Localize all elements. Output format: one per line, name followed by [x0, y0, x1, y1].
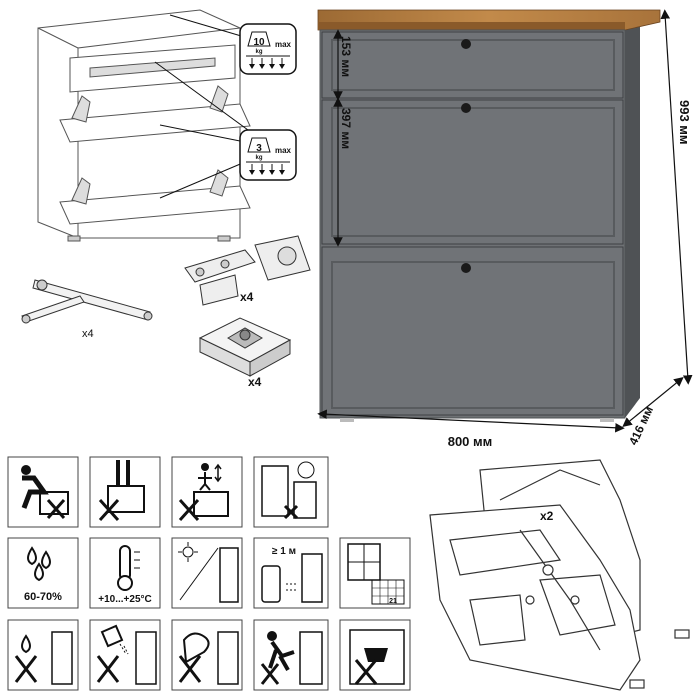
flap-fitting-drawing	[429, 459, 690, 691]
distance-value: ≥ 1 м	[272, 546, 296, 557]
top-drawer-height: 153 мм	[339, 36, 353, 77]
heater-distance-icon: ≥ 1 м	[253, 537, 329, 609]
shelf-load-unit: kg	[255, 155, 262, 161]
stay-count: x4	[82, 328, 94, 340]
no-pushing-icon	[253, 619, 329, 691]
bottom-drawer	[321, 246, 624, 416]
no-hanging-door-icon	[253, 456, 329, 528]
knob-icon	[461, 263, 471, 273]
no-water-icon	[7, 619, 79, 691]
hinge-icon	[184, 235, 311, 306]
total-height: 993 мм	[677, 100, 692, 145]
drawer-load-unit: kg	[255, 49, 262, 55]
drawer-load-value: 10	[253, 37, 265, 48]
hinge-count: x4	[240, 290, 254, 304]
cabinet	[317, 9, 661, 422]
no-standing-icon	[89, 456, 161, 528]
no-abrasive-cleaning-icon	[171, 619, 243, 691]
drawer-load-badge: 10 kg max	[239, 23, 297, 75]
shelf-load-value: 3	[256, 143, 262, 154]
humidity-value: 60-70%	[24, 591, 62, 603]
care-icon-grid: 60-70% +10...+25°C ≥ 1 м	[7, 456, 411, 691]
total-width: 800 мм	[448, 434, 493, 449]
temperature-icon: +10...+25°C	[89, 537, 161, 609]
knob-icon	[461, 103, 471, 113]
open-cabinet-drawing	[37, 9, 251, 242]
fitting-count: x2	[540, 509, 554, 523]
flap-stay-icon	[21, 279, 153, 324]
shelf-load-max: max	[275, 146, 292, 155]
no-chemicals-icon	[89, 619, 161, 691]
middle-drawer	[321, 99, 624, 245]
middle-drawer-height: 397 мм	[339, 108, 353, 149]
calendar-day: 21	[389, 598, 397, 605]
knob-icon	[461, 39, 471, 49]
no-sunlight-icon	[171, 537, 243, 609]
temperature-value: +10...+25°C	[98, 594, 151, 605]
shelf-load-badge: 3 kg max	[239, 129, 297, 181]
no-sitting-icon	[7, 456, 79, 528]
no-climbing-icon	[171, 456, 243, 528]
foot-count: x4	[248, 375, 262, 389]
top-drawer	[321, 31, 624, 99]
no-heavy-load-icon	[339, 619, 411, 691]
cabinet-foot-icon	[198, 317, 292, 377]
acclimatize-icon: 21	[339, 537, 411, 609]
humidity-icon: 60-70%	[7, 537, 79, 609]
drawer-load-max: max	[275, 40, 292, 49]
dimension-lines	[317, 9, 693, 433]
